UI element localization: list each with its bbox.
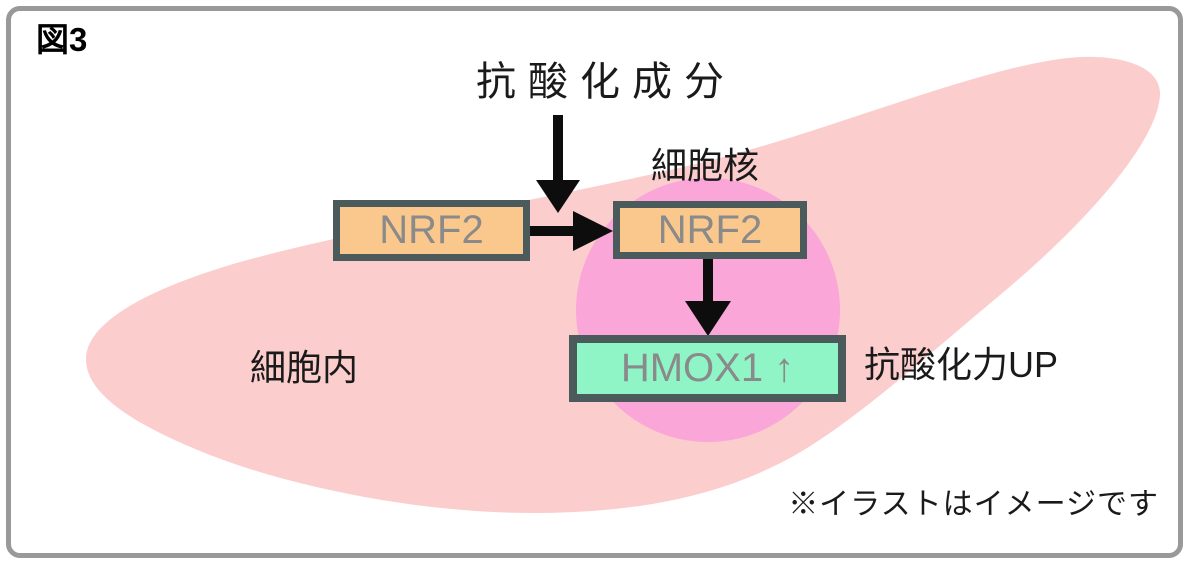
arrow-stimulus-down-icon <box>536 115 580 213</box>
nrf2-cytoplasm-box: NRF2 <box>333 200 530 261</box>
disclaimer-note: ※イラストはイメージです <box>788 488 1159 521</box>
arrow-nrf2-translocation-icon <box>530 211 613 251</box>
nrf2-nucleus-label: NRF2 <box>657 207 763 252</box>
hmox1-label: HMOX1 ↑ <box>620 346 795 390</box>
cell-label: 細胞内 <box>250 347 359 388</box>
hmox1-box: HMOX1 ↑ <box>569 335 846 402</box>
figure-label: 図3 <box>36 21 88 58</box>
stimulus-label: 抗酸化成分 <box>476 60 736 104</box>
nrf2-nucleus-box: NRF2 <box>613 201 807 259</box>
nrf2-cytoplasm-label: NRF2 <box>379 208 484 252</box>
nucleus-label: 細胞核 <box>651 145 760 186</box>
result-label: 抗酸化力UP <box>864 344 1059 385</box>
arrow-nrf2-to-hmox1-icon <box>685 259 731 336</box>
